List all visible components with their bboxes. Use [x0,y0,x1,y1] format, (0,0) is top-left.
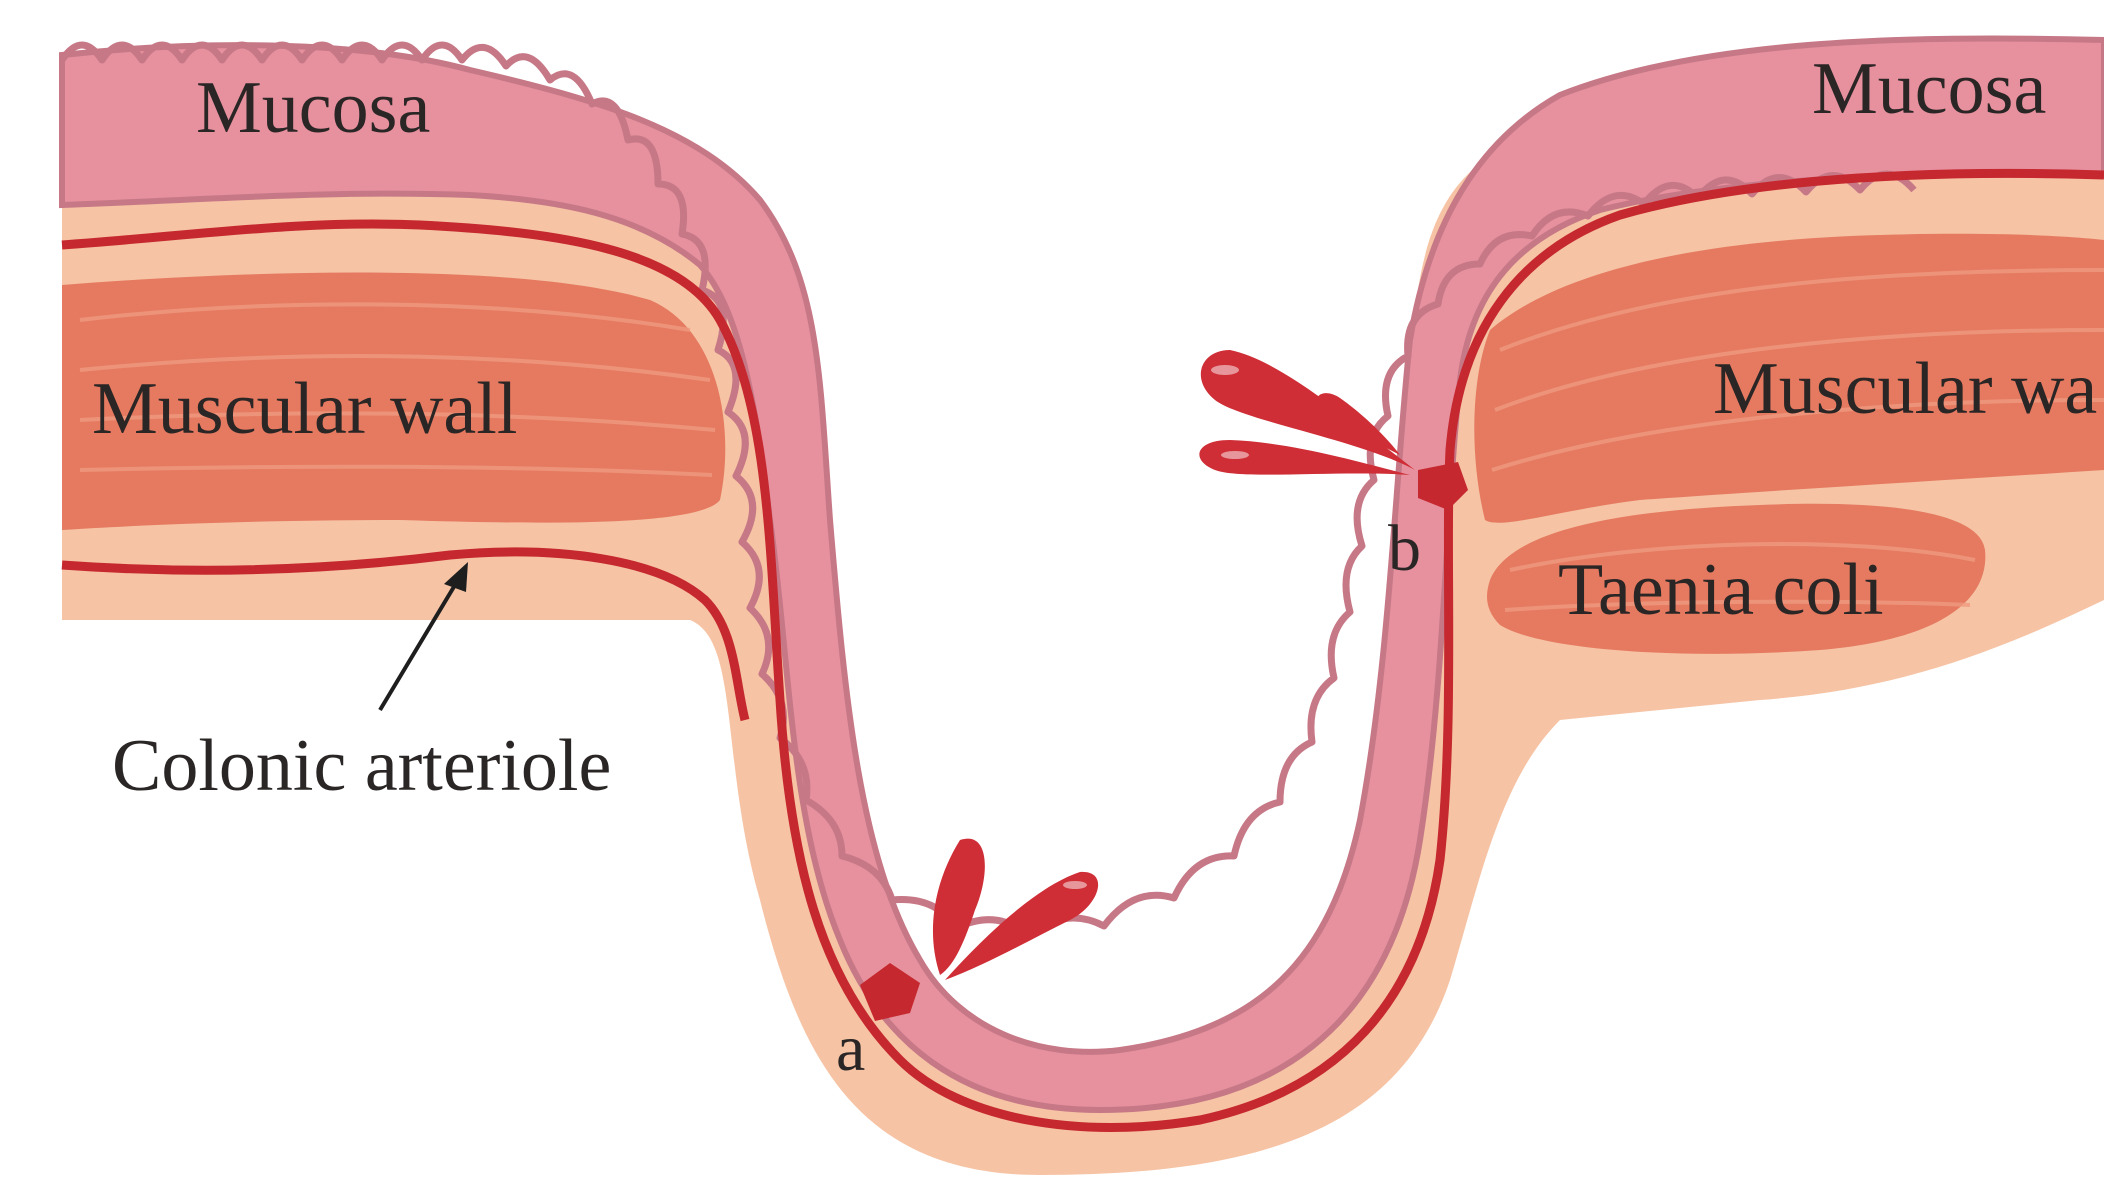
label-point-b: b [1388,512,1421,585]
label-mucosa-right: Mucosa [1812,48,2046,130]
label-muscular-wall-right: Muscular wa [1713,348,2097,430]
label-mucosa-left: Mucosa [196,67,430,149]
label-taenia-coli: Taenia coli [1558,549,1884,631]
label-colonic-arteriole: Colonic arteriole [112,725,611,807]
label-muscular-wall-left: Muscular wall [92,368,517,450]
label-point-a: a [836,1012,865,1085]
